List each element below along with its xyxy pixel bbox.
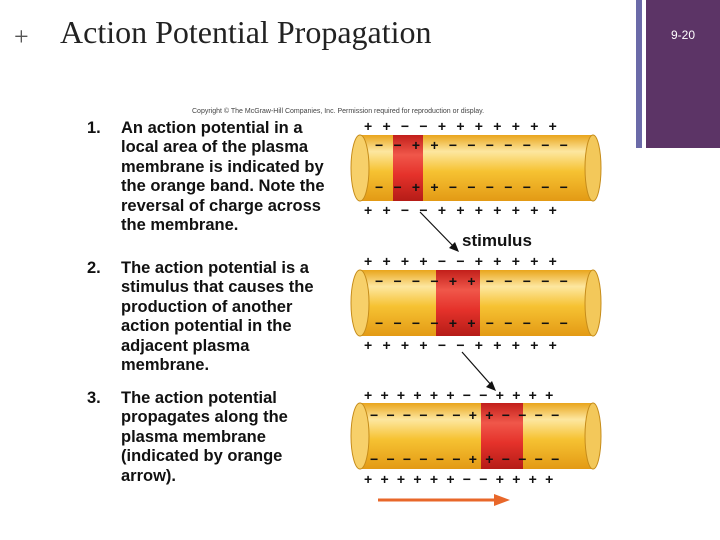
step-1: 1. An action potential in a local area of…	[87, 119, 340, 235]
inner-charge-bottom: − − − − − − + + − − − −	[370, 451, 562, 467]
inner-charge-top: − − − − − − + + − − − −	[370, 407, 562, 423]
slide-title: Action Potential Propagation	[60, 14, 432, 50]
tube-end	[584, 269, 602, 337]
membrane-panel-2: + + + + − − + + + + + − − − − + + − − − …	[350, 253, 602, 353]
stimulus-label: stimulus	[462, 231, 532, 250]
tube-end	[584, 134, 602, 202]
inner-charge-bottom: − − − − + + − − − − −	[375, 315, 571, 331]
step-2: 2. The action potential is a stimulus tha…	[87, 259, 340, 375]
inner-charge-top: − − − − + + − − − − −	[375, 273, 571, 289]
arrowhead	[449, 242, 459, 252]
step-number: 2.	[87, 259, 101, 277]
stimulus-arrow-1	[419, 211, 456, 249]
arrowhead	[486, 381, 496, 391]
outer-charge-bottom: + + + + − − + + + + +	[364, 337, 560, 353]
step-number: 3.	[87, 389, 101, 407]
outer-charge-top: + + + + − − + + + + +	[364, 253, 560, 269]
side-accent-line	[636, 0, 642, 148]
step-3: 3. The action potential propagates along …	[87, 389, 340, 486]
step-number: 1.	[87, 119, 101, 137]
tube-end	[584, 402, 602, 470]
outer-charge-top: + + + + + + − − + + + +	[364, 387, 556, 403]
action-potential-band	[481, 403, 523, 469]
inner-charge-bottom: − − + + − − − − − − −	[375, 179, 571, 195]
action-potential-band	[393, 135, 423, 201]
copyright-notice: Copyright © The McGraw-Hill Companies, I…	[192, 108, 485, 115]
membrane-panel-3: + + + + + + − − + + + + − − − − − − + + …	[350, 387, 602, 487]
tube-opening	[350, 402, 370, 470]
slide-number-box	[646, 0, 720, 148]
propagation-arrowhead	[494, 494, 510, 506]
step-text: The action potential is a stimulus that …	[121, 259, 314, 375]
tube-opening	[350, 134, 370, 202]
outer-charge-bottom: + + − − + + + + + + +	[364, 202, 560, 218]
outer-charge-top: + + − − + + + + + + +	[364, 118, 560, 134]
plus-mark: +	[14, 22, 29, 51]
action-potential-band	[436, 270, 480, 336]
membrane-tube	[360, 403, 593, 469]
step-text: An action potential in a local area of t…	[121, 119, 325, 235]
stimulus-arrow-2	[461, 351, 493, 387]
outer-charge-bottom: + + + + + + − − + + + +	[364, 471, 556, 487]
step-text: The action potential propagates along th…	[121, 389, 288, 485]
membrane-panel-1: + + − − + + + + + + + − − + + − − − − − …	[350, 118, 602, 218]
inner-charge-top: − − + + − − − − − − −	[375, 137, 571, 153]
tube-opening	[350, 269, 370, 337]
slide-number: 9-20	[670, 28, 696, 42]
